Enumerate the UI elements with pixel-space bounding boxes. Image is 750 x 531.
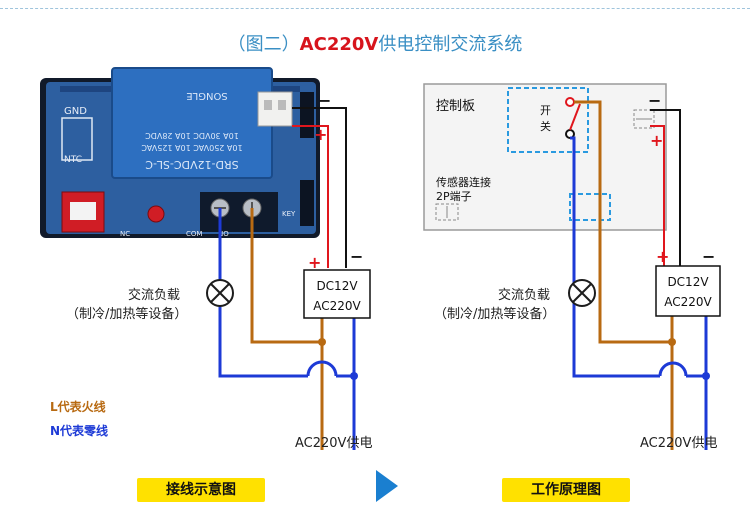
relay-rating-2: 10A 30VDC 10A 28VDC (145, 131, 239, 140)
right-power-terminal (633, 109, 655, 129)
right-board-label: 控制板 (436, 99, 475, 114)
switch-label-2: 关 (540, 119, 551, 133)
right-power-supply (655, 265, 721, 317)
right-minus-wire (650, 109, 681, 266)
left-plus-top: + (314, 125, 327, 144)
top-dashed-divider (0, 8, 750, 9)
right-live-wire (574, 100, 674, 450)
right-load-lamp-icon (568, 279, 596, 307)
sensor-terminal (435, 203, 459, 221)
left-load-lamp-icon (206, 279, 234, 307)
right-minus-bottom: − (702, 247, 715, 266)
title-prefix: （图二） (227, 34, 300, 55)
relay-brand: SONGLE (186, 90, 227, 101)
right-supply-label: AC220V供电 (640, 436, 718, 451)
right-plus-wire (650, 125, 665, 266)
left-live-wire (250, 208, 324, 450)
relay-model: SRD-12VDC-SL-C (145, 158, 239, 171)
right-plus-top: + (650, 131, 663, 150)
switch-contact-top-icon (565, 97, 575, 107)
left-load-label-1: 交流负载 (128, 288, 181, 303)
switch-lever-icon (569, 103, 581, 131)
left-power-supply (303, 269, 371, 319)
left-load-label-2: （制冷/加热等设备） (66, 307, 188, 322)
page-title: （图二）AC220V供电控制交流系统 (0, 30, 750, 56)
pin-key: KEY (282, 210, 296, 218)
right-minus-top: − (648, 91, 661, 110)
right-relay-box (507, 87, 589, 153)
sensor-label-2: 2P端子 (436, 190, 472, 203)
left-minus-wire (292, 107, 347, 268)
legend-live: L代表火线 (50, 400, 106, 414)
left-psu-line-2: AC220V (313, 299, 361, 313)
right-neutral-wire (570, 136, 660, 378)
pin-com: COM (186, 230, 202, 238)
right-psu-line-1: DC12V (667, 275, 709, 289)
left-plus-wire (292, 125, 329, 268)
left-plus-bottom: + (308, 253, 321, 272)
right-psu-line-2: AC220V (664, 295, 712, 309)
left-minus-top: − (318, 91, 331, 110)
pin-nc: NC (120, 230, 130, 238)
pin-gnd: GND (64, 106, 87, 117)
right-plus-bottom: + (656, 247, 669, 266)
title-suffix: 供电控制交流系统 (378, 34, 523, 55)
wiring-diagram-button[interactable]: 接线示意图 (137, 478, 265, 502)
pin-no: NO (218, 230, 229, 238)
left-supply-label: AC220V供电 (295, 436, 373, 451)
title-highlight: AC220V (299, 34, 379, 55)
principle-diagram-button[interactable]: 工作原理图 (502, 478, 630, 502)
left-psu-line-1: DC12V (316, 279, 358, 293)
power-connector (257, 91, 293, 127)
right-load-label-2: （制冷/加热等设备） (434, 307, 556, 322)
relay-rating-1: 10A 250VAC 10A 125VAC (141, 143, 243, 152)
right-output-terminal (569, 193, 611, 221)
status-led (147, 205, 165, 223)
legend-neutral: N代表零线 (50, 424, 109, 438)
right-load-label-1: 交流负载 (498, 288, 551, 303)
switch-label-1: 开 (540, 104, 551, 117)
controller-board: SRD-12VDC-SL-C 10A 250VAC 10A 125VAC 10A… (40, 67, 320, 238)
sensor-label-1: 传感器连接 (436, 176, 491, 189)
left-minus-bottom: − (350, 247, 363, 266)
right-control-board (423, 83, 667, 231)
left-neutral-wire (218, 208, 308, 378)
next-arrow-icon (376, 470, 398, 502)
